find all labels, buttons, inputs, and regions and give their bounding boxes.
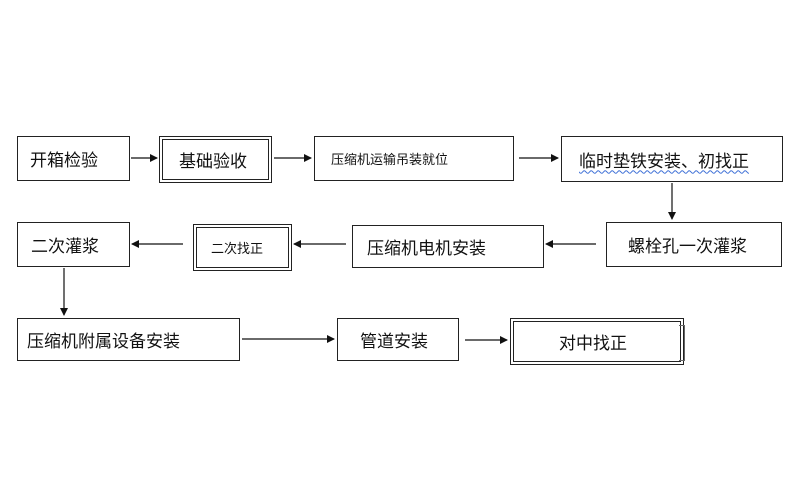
step-label: 压缩机附属设备安装 bbox=[27, 332, 180, 352]
step-label: 压缩机电机安装 bbox=[367, 239, 486, 259]
step-label: 二次灌浆 bbox=[31, 237, 99, 257]
step-aux-box: 压缩机附属设备安装 bbox=[17, 318, 240, 361]
step-label: 二次找正 bbox=[211, 242, 264, 257]
step-label: 基础验收 bbox=[179, 152, 247, 172]
step-shims-box: 临时垫铁安装、初找正 bbox=[561, 136, 783, 182]
step-label: 管道安装 bbox=[360, 332, 428, 352]
step-bolt-grout-box: 螺栓孔一次灌浆 bbox=[606, 222, 782, 267]
step-center-align-box: 对中找正 bbox=[510, 318, 684, 365]
step-piping-box: 管道安装 bbox=[337, 318, 459, 361]
step-second-align-box: 二次找正 bbox=[193, 224, 292, 271]
step-label: 对中找正 bbox=[559, 334, 627, 354]
step-motor-box: 压缩机电机安装 bbox=[352, 225, 544, 268]
step-unpack-box: 开箱检验 bbox=[17, 136, 130, 181]
step-label: 螺栓孔一次灌浆 bbox=[628, 237, 747, 257]
step-label: 开箱检验 bbox=[30, 151, 98, 171]
step-label: 压缩机运输吊装就位 bbox=[331, 153, 449, 168]
step-foundation-box: 基础验收 bbox=[159, 136, 272, 183]
selection-bracket bbox=[679, 325, 685, 361]
step-transport-box: 压缩机运输吊装就位 bbox=[314, 136, 514, 181]
step-second-grout-box: 二次灌浆 bbox=[17, 222, 130, 267]
step-label: 临时垫铁安装、初找正 bbox=[579, 151, 749, 172]
